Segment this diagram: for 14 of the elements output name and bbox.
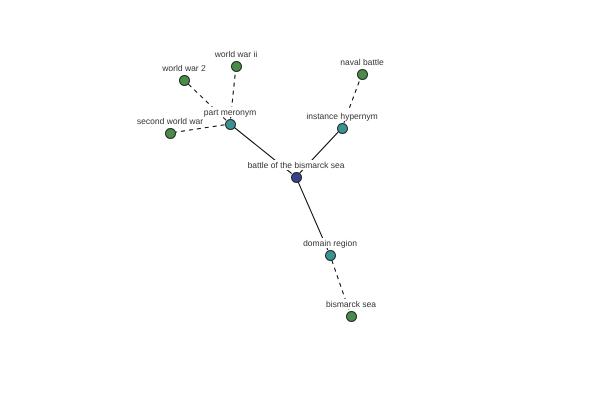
node-label: naval battle xyxy=(339,56,385,66)
node-label: world war 2 xyxy=(161,62,207,72)
connector-line xyxy=(298,182,328,250)
node-label: instance hypernym xyxy=(305,110,379,120)
dashed-connector xyxy=(174,124,226,133)
node-label: battle of the bismarck sea xyxy=(246,160,346,170)
node-label: domain region xyxy=(302,238,358,248)
node-label: bismarck sea xyxy=(324,298,378,308)
node-label: second world war xyxy=(136,116,204,126)
dashed-connector xyxy=(187,83,227,121)
dashed-connector xyxy=(331,260,350,312)
node-label: part meronym xyxy=(202,106,258,116)
node-label: world war ii xyxy=(214,48,258,58)
dashed-connector xyxy=(343,78,361,124)
